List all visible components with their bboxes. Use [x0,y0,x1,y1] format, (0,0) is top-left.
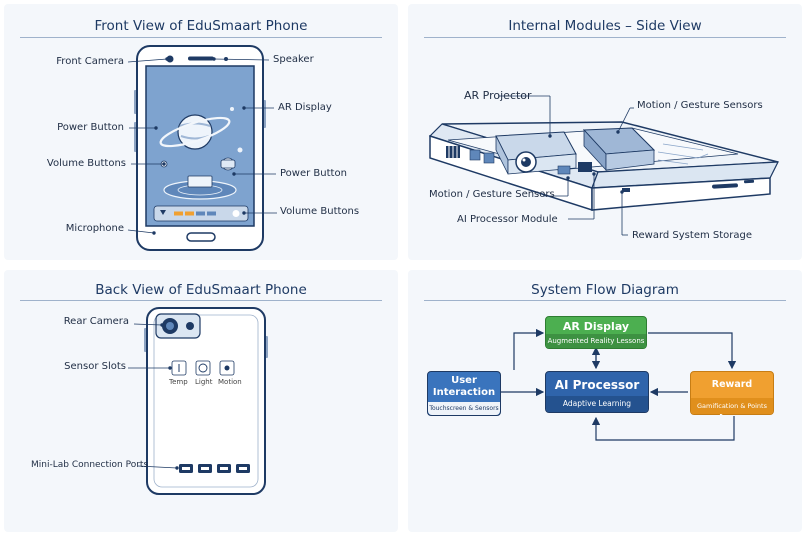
front-view-title-rule [20,37,382,38]
back-phone-illustration [128,307,268,495]
back-view-title: Back View of EduSmaart Phone [95,282,307,298]
ar-display-box: AR Display Augmented Reality Lessons [545,316,647,349]
ar-display-box-title: AR Display [562,320,630,333]
system-flow-panel: System Flow Diagram AR Display Augmented… [408,270,802,532]
user-interaction-box-title-2: Interaction [432,387,496,398]
microphone-label: Microphone [65,223,124,234]
internal-modules-title-rule [424,37,786,38]
user-interaction-box-subtitle: Touchscreen & Sensors [428,402,500,415]
ar-projector-label: AR Projector [464,89,532,102]
ai-processor-box-title: AI Processor [554,378,640,392]
back-view-panel: Back View of EduSmaart Phone [4,270,398,532]
user-interaction-box: User Interaction Touchscreen & Sensors [427,371,501,416]
rear-camera-label: Rear Camera [63,316,129,327]
internal-modules-title: Internal Modules – Side View [508,18,702,34]
power-button-right-label: Power Button [280,168,347,179]
flow-arrows [501,328,737,441]
motion-sensors-top-label: Motion / Gesture Sensors [637,100,763,111]
front-view-panel: Front View of EduSmaart Phone [4,4,398,260]
volume-buttons-left-label: Volume Buttons [46,158,126,169]
sensor-slots-label: Sensor Slots [64,361,126,372]
ar-display-box-subtitle: Augmented Reality Lessons [546,334,646,348]
reward-storage-label: Reward System Storage [632,230,753,241]
system-flow-title-rule [424,300,786,301]
system-flow-title: System Flow Diagram [531,282,679,298]
sensor-label-light: Light [195,378,213,386]
speaker-icon [188,56,214,61]
internal-side-illustration [428,95,779,236]
motion-sensors-bottom-label: Motion / Gesture Sensors [429,189,555,200]
front-view-title: Front View of EduSmaart Phone [94,18,308,34]
front-camera-label: Front Camera [56,56,124,67]
home-button [186,232,216,242]
ai-processor-box: AI Processor Adaptive Learning [545,371,649,413]
mini-lab-ports-label: Mini-Lab Connection Ports [31,460,149,470]
power-button-left-label: Power Button [57,122,124,133]
reward-system-box-subtitle: Gamification & Points [691,398,773,414]
internal-modules-panel: Internal Modules – Side View [408,4,802,260]
ai-processor-module-label: AI Processor Module [457,214,558,225]
light-sensor-icon [195,360,211,376]
sensor-label-temp: Temp [169,378,188,386]
back-view-title-rule [20,300,382,301]
sensor-label-motion: Motion [218,378,242,386]
front-phone-illustration [127,45,277,251]
ar-display-label: AR Display [278,102,332,113]
ai-processor-box-subtitle: Adaptive Learning [546,396,648,412]
volume-buttons-right-label: Volume Buttons [280,206,360,217]
speaker-label: Speaker [273,54,314,65]
reward-system-box: Reward System Gamification & Points [690,371,774,416]
mini-lab-ports [179,464,250,473]
user-interaction-box-title-1: User [451,375,477,386]
front-camera-icon [166,55,174,63]
